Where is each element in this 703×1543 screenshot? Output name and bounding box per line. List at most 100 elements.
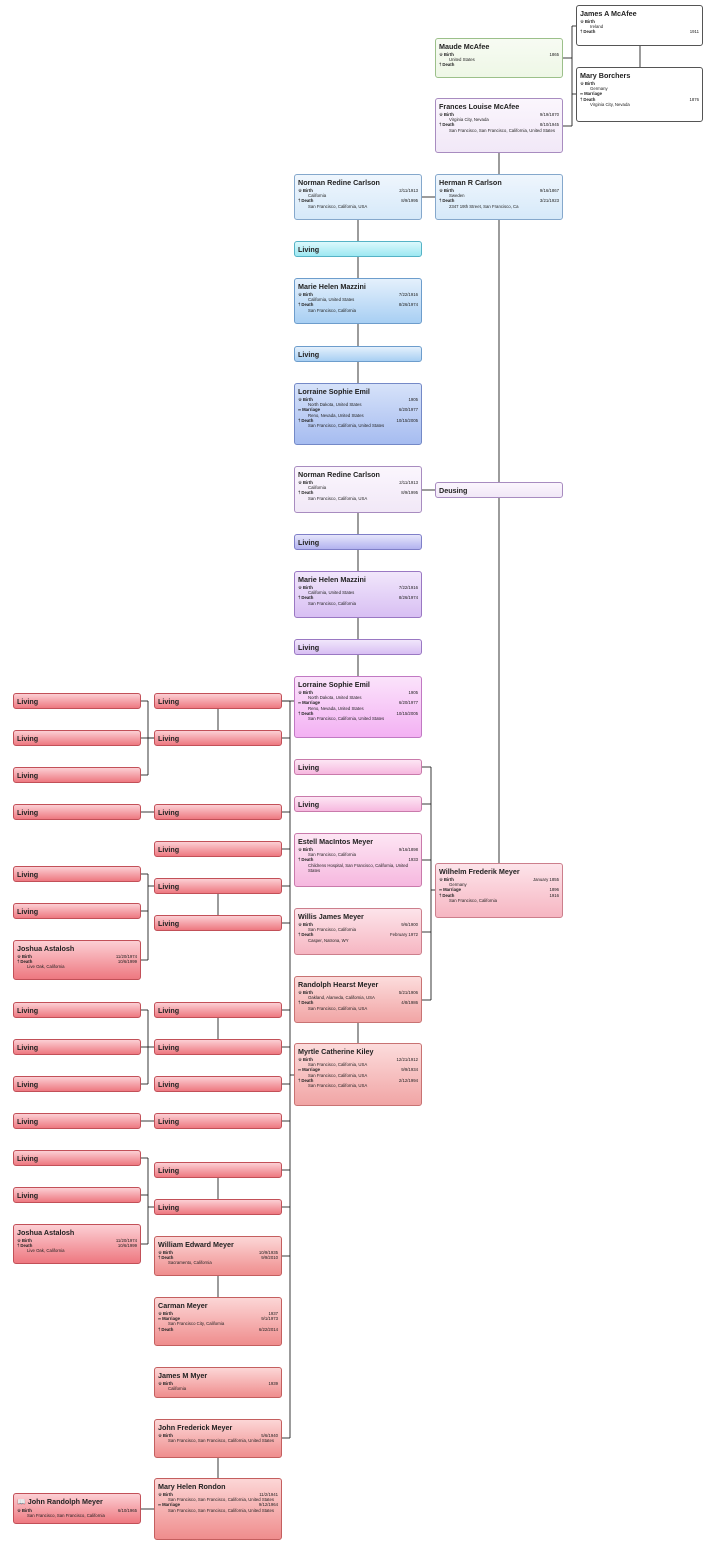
person-name: Myrtle Catherine Kiley (298, 1047, 418, 1056)
person-card-living-c4[interactable]: Living (294, 639, 422, 655)
person-card-l-m5[interactable]: Living (13, 866, 141, 882)
event-date: 1896 (549, 887, 559, 893)
event-label: Birth (443, 188, 454, 193)
person-name-text: Living (17, 1042, 39, 1052)
birth-icon: ☆ (298, 922, 302, 927)
person-card-l-m18[interactable]: Living (154, 915, 282, 931)
event-label: Birth (443, 112, 454, 117)
person-card-living-c1[interactable]: Living (294, 241, 422, 257)
event-label: Death (301, 302, 314, 308)
event-place: Reno, Nevada, United States (308, 412, 364, 418)
event-place: San Francisco, San Francisco, California… (168, 1507, 275, 1513)
person-card-l-m17[interactable]: Living (154, 878, 282, 894)
event-date: 1905 (408, 397, 418, 402)
person-card-l-m11[interactable]: Living (13, 1150, 141, 1166)
person-name: Living (17, 1191, 38, 1200)
person-name-text: Living (298, 642, 320, 652)
person-card-l-m22[interactable]: Living (154, 1113, 282, 1129)
event-date: 3/21/1923 (539, 198, 559, 204)
person-card-living-c2[interactable]: Living (294, 346, 422, 362)
person-name: 📖John Randolph Meyer (17, 1497, 137, 1507)
death-icon: † (298, 198, 301, 204)
event-date: 1933 (408, 857, 418, 863)
person-card-l-m13[interactable]: Living (154, 693, 282, 709)
person-card-l-m1[interactable]: Living (13, 693, 141, 709)
event-place: San Francisco, California, United States (308, 423, 385, 429)
person-name-text: Living (158, 1165, 180, 1175)
event-date: 11/20/1974 (115, 954, 137, 959)
event-label: Marriage (584, 91, 602, 97)
event-date: 8/9/1995 (401, 198, 418, 204)
person-card-l-m6[interactable]: Living (13, 903, 141, 919)
person-card-l-m7[interactable]: Living (13, 1002, 141, 1018)
person-name: Living (17, 697, 38, 706)
person-card-l-m8[interactable]: Living (13, 1039, 141, 1055)
event-place: Casper, Natrona, WY (308, 937, 349, 943)
marriage-icon: ∞ (298, 407, 302, 413)
person-name-text: Living (298, 799, 320, 809)
person-card-l-m15[interactable]: Living (154, 804, 282, 820)
person-card-l-m2[interactable]: Living (13, 730, 141, 746)
person-card-l-m4[interactable]: Living (13, 804, 141, 820)
person-card-living-mid-b[interactable]: Living (154, 1199, 282, 1215)
person-card-living-p2[interactable]: Living (294, 796, 422, 812)
birth-icon: ☆ (439, 52, 443, 57)
person-card-l-m21[interactable]: Living (154, 1076, 282, 1092)
person-card-l-m10[interactable]: Living (13, 1113, 141, 1129)
person-card-l-m16[interactable]: Living (154, 841, 282, 857)
person-name: Living (158, 697, 179, 706)
person-card-deusing[interactable]: Deusing (435, 482, 563, 498)
event-label: Death (442, 62, 455, 68)
person-card-living-mid-a[interactable]: Living (154, 1162, 282, 1178)
person-card-l-m9[interactable]: Living (13, 1076, 141, 1092)
person-card-l-m3[interactable]: Living (13, 767, 141, 783)
person-card-living-c3[interactable]: Living (294, 534, 422, 550)
person-name: Living (17, 1154, 38, 1163)
person-card-l-m20[interactable]: Living (154, 1039, 282, 1055)
person-name-text: Living (158, 918, 180, 928)
person-name: Living (158, 734, 179, 743)
death-icon: † (298, 417, 301, 423)
event-label: Birth (443, 52, 454, 57)
event-label: Birth (584, 81, 595, 86)
person-card-l-m14[interactable]: Living (154, 730, 282, 746)
person-card-living-p1[interactable]: Living (294, 759, 422, 775)
birth-icon: ☆ (158, 1381, 162, 1386)
person-name: Carman Meyer (158, 1301, 278, 1310)
person-card-l-m19[interactable]: Living (154, 1002, 282, 1018)
person-card-l-m12[interactable]: Living (13, 1187, 141, 1203)
person-name: Mary Helen Rondon (158, 1482, 278, 1491)
person-name: Living (158, 1117, 179, 1126)
person-name: Frances Louise McAfee (439, 102, 559, 111)
